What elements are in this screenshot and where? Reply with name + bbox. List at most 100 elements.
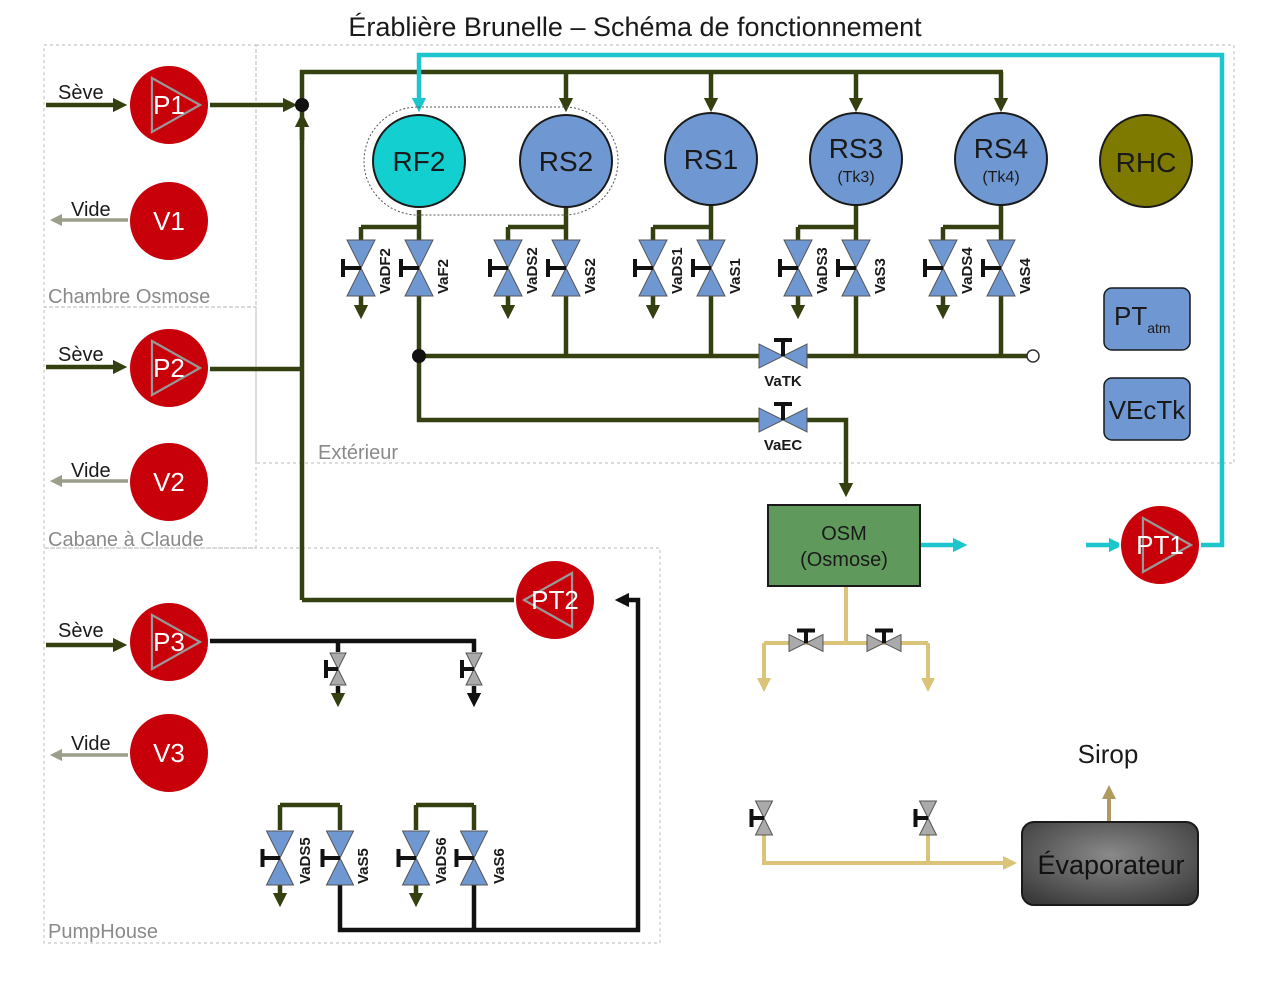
tank-rs4[interactable]: RS4 (Tk4) (954, 112, 1048, 206)
zone-pumphouse-label: PumpHouse (48, 921, 158, 943)
svg-text:PTatm: PTatm (1114, 301, 1171, 336)
zone-chambre-osmose-label: Chambre Osmose (48, 286, 210, 308)
tank-rs1-label: RS1 (684, 144, 738, 175)
flow-label-vide-2: Vide (71, 460, 111, 482)
flow-label-vide-1: Vide (71, 199, 111, 221)
tank-rs3-sublabel: (Tk3) (837, 169, 874, 186)
valve-label-vadf2: VaDF2 (377, 248, 394, 294)
valve-conc-4[interactable] (913, 800, 938, 836)
pump-v2[interactable]: V2 (128, 441, 210, 523)
zone-cabane: Cabane à Claude (43, 306, 257, 551)
evaporateur[interactable]: Évaporateur (1021, 821, 1199, 906)
flow-label-seve-1: Sève (58, 82, 104, 104)
valve-label-vatk: VaTK (764, 373, 802, 390)
valve-label-vads2: VaDS2 (524, 247, 541, 294)
tank-rs4-label: RS4 (974, 133, 1028, 164)
valve-label-vas5: VaS5 (355, 848, 372, 884)
tank-rs4-sublabel: (Tk4) (982, 169, 1019, 186)
valve-label-vaec: VaEC (764, 437, 803, 454)
pump-p2-label: P2 (153, 353, 185, 383)
valve-vaec[interactable] (758, 402, 808, 433)
sensor-vectk[interactable]: VEcTk (1103, 377, 1191, 441)
valve-vads1[interactable] (633, 239, 668, 297)
sensor-vectk-label: VEcTk (1109, 395, 1187, 425)
sensor-pt-label: PT (1114, 301, 1147, 331)
pumphouse-pipes (208, 592, 641, 933)
pump-v3[interactable]: V3 (128, 712, 210, 794)
valve-label-vas1: VaS1 (727, 258, 744, 294)
pump-pt2-label: PT2 (531, 585, 579, 615)
tank-rs2[interactable]: RS2 (519, 114, 613, 208)
pump-pt1[interactable]: PT1 (1119, 504, 1201, 586)
valve-conc-3[interactable] (749, 800, 774, 836)
valve-vads3[interactable] (778, 239, 813, 297)
rf2-rs2-group (363, 106, 619, 216)
sap-pipes (46, 69, 1027, 908)
concentrate-pipes (757, 586, 1017, 870)
valve-vas2[interactable] (546, 239, 581, 297)
vacuum-lines (49, 213, 128, 762)
tank-rs3[interactable]: RS3 (Tk3) (809, 112, 903, 206)
flow-label-seve-3: Sève (58, 620, 104, 642)
zone-pumphouse: PumpHouse (43, 547, 661, 944)
valve-vas5[interactable] (320, 830, 355, 886)
pump-v1-label: V1 (153, 206, 185, 236)
osmose-unit[interactable]: OSM (Osmose) (767, 504, 921, 587)
collector-end (1026, 349, 1040, 363)
valve-label-vas6: VaS6 (491, 848, 508, 884)
valve-label-vads5: VaDS5 (297, 837, 314, 884)
tank-rs3-label: RS3 (829, 133, 883, 164)
tank-rf2[interactable]: RF2 (372, 114, 466, 208)
valve-vads5[interactable] (260, 830, 295, 886)
valve-vaf2[interactable] (399, 239, 434, 297)
valve-ph-drain-1[interactable] (324, 652, 347, 686)
valve-conc-2[interactable] (866, 628, 902, 653)
osmose-sublabel: (Osmose) (800, 549, 888, 571)
valve-vatk[interactable] (758, 338, 808, 369)
valve-label-vads4: VaDS4 (959, 247, 976, 294)
sensor-pt-atm[interactable]: PTatm (1103, 287, 1191, 351)
pump-p3[interactable]: P3 (128, 601, 210, 683)
valve-label-vaf2: VaF2 (435, 259, 452, 294)
pump-pt1-label: PT1 (1136, 530, 1184, 560)
valve-vads4[interactable] (923, 239, 958, 297)
pump-p2[interactable]: P2 (128, 327, 210, 409)
junction-dot (295, 98, 309, 112)
flow-label-seve-2: Sève (58, 344, 104, 366)
valve-vadf2[interactable] (341, 239, 376, 297)
zone-exterieur-label: Extérieur (318, 442, 398, 464)
valve-vas4[interactable] (981, 239, 1016, 297)
pump-p1[interactable]: P1 (128, 64, 210, 146)
zone-cabane-label: Cabane à Claude (48, 529, 204, 551)
pump-v3-label: V3 (153, 738, 185, 768)
permeate-pipes (411, 52, 1225, 553)
tank-rhc-label: RHC (1116, 147, 1177, 178)
valve-vads2[interactable] (488, 239, 523, 297)
tank-rs2-label: RS2 (539, 146, 593, 177)
valve-label-vas4: VaS4 (1017, 257, 1034, 294)
valve-labels: VaDF2 VaF2 VaDS2 VaS2 VaDS1 VaS1 VaDS3 V… (297, 247, 1034, 884)
valve-vas6[interactable] (454, 830, 489, 886)
tank-rs1[interactable]: RS1 (664, 112, 758, 206)
zone-exterieur: Extérieur (255, 44, 1235, 464)
valve-conc-1[interactable] (788, 628, 824, 653)
valve-label-vads1: VaDS1 (669, 247, 686, 294)
pump-pt2[interactable]: PT2 (514, 559, 596, 641)
valve-ph-drain-2[interactable] (460, 652, 483, 686)
pump-v2-label: V2 (153, 467, 185, 497)
valve-label-vas3: VaS3 (872, 258, 889, 294)
pump-v1[interactable]: V1 (128, 180, 210, 262)
valve-label-vads6: VaDS6 (433, 837, 450, 884)
pump-p3-label: P3 (153, 627, 185, 657)
evaporateur-label: Évaporateur (1037, 850, 1184, 880)
osmose-label: OSM (821, 523, 867, 545)
sensor-pt-sub: atm (1147, 320, 1170, 336)
valve-label-vads3: VaDS3 (814, 247, 831, 294)
valve-vads6[interactable] (396, 830, 431, 886)
valve-vas1[interactable] (691, 239, 726, 297)
tank-rhc[interactable]: RHC (1099, 114, 1193, 208)
flow-label-sirop: Sirop (1078, 739, 1139, 769)
junction-dot (412, 349, 426, 363)
valve-vas3[interactable] (836, 239, 871, 297)
flow-label-vide-3: Vide (71, 733, 111, 755)
